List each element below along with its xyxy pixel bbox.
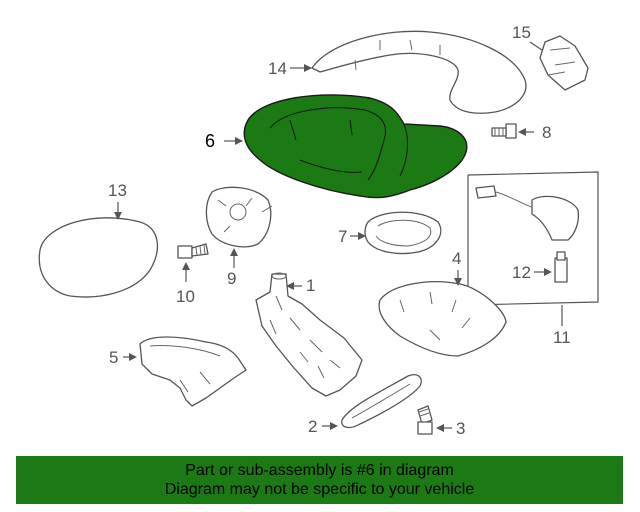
callout-13[interactable]: 13 xyxy=(108,181,127,200)
info-banner: Part or sub-assembly is #6 in diagram Di… xyxy=(16,456,623,504)
part-3-screw[interactable] xyxy=(417,405,433,435)
leader-7-arrow xyxy=(358,232,366,240)
part-14-mirror-cover[interactable] xyxy=(311,30,527,114)
leader-4-arrow xyxy=(454,278,462,286)
leader-9-arrow xyxy=(230,248,238,256)
parts-diagram: 14 15 6 8 13 9 10 xyxy=(38,23,599,438)
leader-1-arrow xyxy=(286,282,294,290)
leader-13-arrow xyxy=(114,212,122,220)
callout-6[interactable]: 6 xyxy=(205,131,215,151)
callout-8[interactable]: 8 xyxy=(542,123,551,142)
callout-9[interactable]: 9 xyxy=(227,269,236,288)
kit-bracket xyxy=(467,171,599,306)
part-2-turn-signal[interactable] xyxy=(341,374,422,429)
callout-1[interactable]: 1 xyxy=(306,276,315,295)
callout-7[interactable]: 7 xyxy=(338,227,347,246)
leader-2-arrow xyxy=(330,422,338,430)
callout-3[interactable]: 3 xyxy=(456,419,465,438)
leader-5-arrow xyxy=(129,353,137,361)
part-13-mirror-glass[interactable] xyxy=(38,217,159,298)
callout-5[interactable]: 5 xyxy=(109,348,118,367)
callout-11[interactable]: 11 xyxy=(553,328,571,347)
callout-14[interactable]: 14 xyxy=(268,59,287,78)
leader-12-arrow xyxy=(544,268,552,276)
leader-10-arrow xyxy=(182,262,190,270)
leader-14-arrow xyxy=(304,64,312,72)
callout-2[interactable]: 2 xyxy=(308,417,317,436)
part-7-gasket[interactable] xyxy=(364,211,442,255)
part-1-mirror-base[interactable] xyxy=(255,272,363,397)
part-11-wiring-kit[interactable] xyxy=(467,171,599,306)
part-6-shape xyxy=(243,94,468,199)
part-6-mirror-housing[interactable] xyxy=(243,94,468,199)
part-10-bolt[interactable] xyxy=(177,243,209,259)
banner-line-2: Diagram may not be specific to your vehi… xyxy=(164,481,475,498)
callout-4[interactable]: 4 xyxy=(452,249,461,268)
callout-10[interactable]: 10 xyxy=(176,287,195,306)
leader-15 xyxy=(529,41,543,51)
banner-line-1: Part or sub-assembly is #6 in diagram xyxy=(185,462,454,479)
part-9-actuator[interactable] xyxy=(205,186,273,248)
part-15-motor[interactable] xyxy=(539,35,589,91)
part-4-lower-cover[interactable] xyxy=(378,281,507,357)
part-5-lower-trim[interactable] xyxy=(139,336,247,407)
part-8-screw[interactable] xyxy=(491,123,517,139)
callout-12[interactable]: 12 xyxy=(512,263,531,282)
leader-3-arrow xyxy=(436,424,444,432)
part-12-socket[interactable] xyxy=(554,251,568,283)
leader-8-arrow xyxy=(518,128,526,136)
callout-15[interactable]: 15 xyxy=(512,23,531,42)
leader-6-arrow xyxy=(235,137,243,145)
